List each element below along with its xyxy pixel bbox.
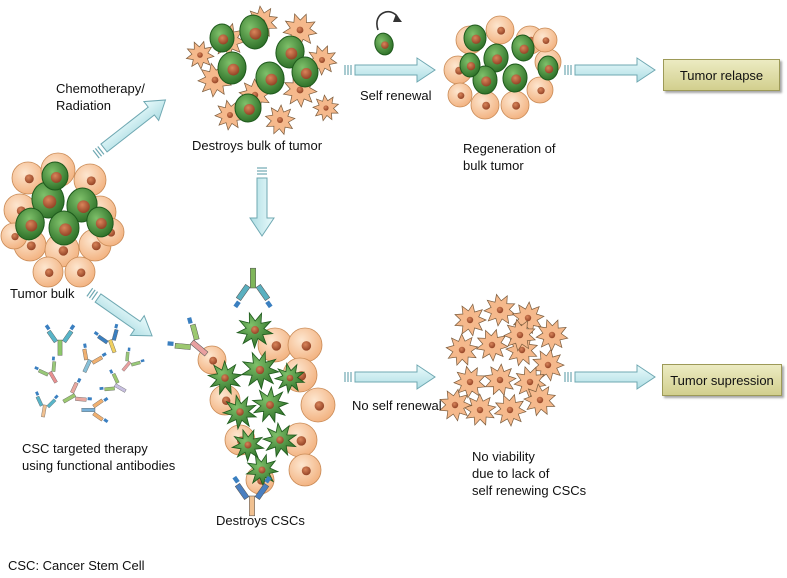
block-arrow-icon — [86, 287, 153, 337]
normal-tumor-cell-icon — [526, 76, 554, 104]
cancer-stem-cell-icon — [31, 181, 65, 219]
dead-stem-cell-icon — [235, 311, 274, 350]
antibody-icon — [34, 356, 58, 384]
destroys-bulk-label: Destroys bulk of tumor — [192, 138, 323, 153]
csc-targeted-therapy-label: CSC targeted therapy using functional an… — [22, 441, 176, 473]
nonviable-tumor-cluster — [439, 293, 569, 427]
footnote-label: CSC: Cancer Stem Cell — [8, 558, 145, 573]
cancer-stem-cell-icon — [217, 51, 247, 85]
cancer-stem-cell-icon — [472, 65, 498, 95]
antibody-icon — [82, 343, 107, 373]
block-arrow-icon — [564, 57, 656, 83]
chemotherapy-radiation-label: Chemotherapy/ Radiation — [56, 81, 145, 113]
cancer-stem-cell-icon — [459, 52, 481, 78]
normal-tumor-cell-icon — [288, 453, 322, 487]
tumor-bulk-label: Tumor bulk — [10, 286, 75, 301]
normal-tumor-cell-icon — [32, 256, 64, 288]
dead-stem-cell-icon — [251, 385, 290, 424]
tumor-relapse-box: Tumor relapse — [663, 59, 780, 91]
cancer-stem-cell-icon — [463, 24, 487, 52]
destroyed-bulk-cluster — [185, 5, 340, 136]
normal-tumor-cell-icon — [287, 327, 323, 363]
normal-tumor-cell-icon — [64, 256, 96, 288]
cancer-stem-cell-icon — [483, 43, 509, 73]
normal-tumor-cell-icon — [300, 387, 336, 423]
dead-stem-cell-icon — [273, 362, 306, 395]
cancer-stem-cell-icon — [234, 93, 262, 123]
tumor-suppression-box: Tumor supression — [662, 364, 782, 396]
regeneration-label: Regeneration of bulk tumor — [463, 141, 556, 173]
antibody-icon — [35, 391, 59, 418]
dead-cell-icon — [463, 393, 497, 426]
destroyed-csc-cluster — [197, 311, 336, 495]
normal-tumor-cell-icon — [500, 90, 530, 120]
normal-tumor-cell-icon — [257, 327, 293, 363]
normal-tumor-cell-icon — [447, 82, 473, 108]
cancer-stem-cell-icon — [209, 23, 235, 53]
normal-tumor-cell-icon — [73, 163, 107, 197]
cancer-stem-cell-icon — [255, 61, 285, 95]
normal-tumor-cell-icon — [470, 90, 500, 120]
antibody-icon — [81, 396, 109, 424]
dead-stem-cell-icon — [230, 428, 265, 463]
dead-cell-icon — [445, 333, 479, 367]
antibody-icon — [93, 323, 119, 354]
block-arrow-icon — [92, 99, 167, 159]
no-self-renewal-label: No self renewal — [352, 398, 442, 413]
regenerated-tumor-cluster — [443, 15, 562, 120]
no-viability-label: No viability due to lack of self renewin… — [472, 449, 587, 498]
destroys-cscs-label: Destroys CSCs — [216, 513, 305, 528]
antibody-icon — [232, 475, 272, 517]
tumor-suppression-text: Tumor supression — [670, 372, 774, 388]
cancer-stem-cell-icon — [48, 210, 80, 246]
dead-cell-icon — [185, 40, 215, 70]
dead-stem-cell-icon — [206, 359, 243, 396]
dead-cell-icon — [483, 293, 517, 327]
block-arrow-icon — [564, 364, 656, 390]
dead-cell-icon — [535, 318, 569, 352]
antibody-icon — [167, 317, 209, 357]
dead-stem-cell-icon — [240, 350, 281, 391]
dead-cell-icon — [264, 104, 296, 136]
normal-tumor-cell-icon — [282, 422, 318, 458]
dead-stem-cell-icon — [261, 421, 298, 458]
dead-cell-icon — [483, 363, 517, 397]
cancer-stem-cell-icon — [537, 55, 559, 81]
dead-cell-icon — [454, 303, 487, 337]
cancer-stem-cell-icon — [41, 161, 69, 191]
dead-cell-icon — [503, 318, 537, 352]
block-arrow-icon — [344, 364, 436, 390]
cancer-stem-cell-icon — [15, 207, 45, 241]
cancer-stem-cell-icon — [291, 56, 319, 88]
antibody-icon — [44, 324, 76, 356]
dead-cell-icon — [475, 328, 509, 362]
cancer-stem-cell-icon — [86, 206, 114, 238]
dead-cell-icon — [197, 62, 233, 98]
tumor-bulk-cluster — [0, 152, 125, 288]
self-renewal-icon — [374, 10, 402, 56]
dead-cell-icon — [523, 383, 557, 417]
normal-tumor-cell-icon — [485, 15, 515, 45]
cancer-stem-cell-icon — [511, 34, 535, 62]
dead-stem-cell-icon — [221, 394, 258, 431]
self-renewal-label: Self renewal — [360, 88, 432, 103]
dead-cell-icon — [532, 348, 565, 382]
normal-tumor-cell-icon — [532, 27, 558, 53]
antibody-icon — [62, 377, 92, 404]
cancer-stem-cell-icon — [239, 14, 269, 50]
dead-cell-icon — [312, 94, 340, 122]
block-arrow-icon — [249, 167, 275, 237]
tumor-relapse-text: Tumor relapse — [679, 67, 764, 83]
block-arrow-icon — [344, 57, 436, 83]
antibody-icon — [121, 347, 145, 372]
antibody-icon — [233, 267, 273, 309]
dead-cell-icon — [453, 365, 487, 399]
dead-cell-icon — [439, 388, 472, 422]
dead-cell-icon — [493, 393, 527, 427]
cancer-stem-cell-icon — [502, 63, 528, 93]
antibody-icon — [99, 369, 127, 393]
cancer-stem-cell-icon — [374, 32, 394, 56]
